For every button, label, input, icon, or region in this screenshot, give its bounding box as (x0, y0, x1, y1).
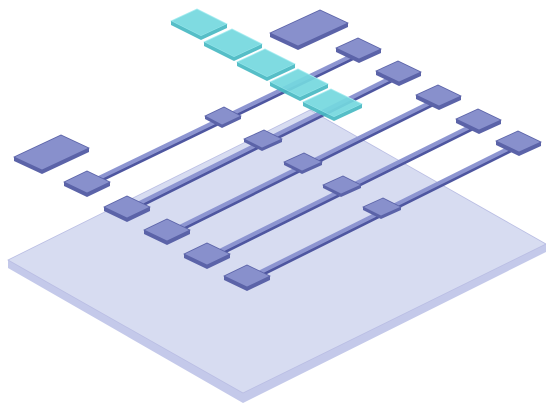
track-node-side (284, 162, 322, 174)
floating-block-top-right (269, 9, 349, 50)
track-row-5 (223, 130, 542, 291)
highlight-segment-2 (203, 28, 263, 61)
track-end-block-side (416, 95, 461, 110)
track-end-block-side (456, 119, 501, 134)
track-start-block-side (224, 276, 270, 291)
base-plane-bottom-edge (8, 244, 546, 403)
track-start-block-side (144, 230, 190, 245)
track-row-4 (183, 108, 502, 269)
floating-block-left (13, 134, 90, 174)
track-end-block-side (336, 48, 381, 63)
track-node-side (363, 207, 401, 219)
track-node-side (323, 185, 361, 197)
highlight-segment-5 (302, 88, 363, 121)
highlight-segment-3 (236, 48, 296, 81)
track-end-block-side (376, 71, 421, 86)
track-start-block-side (184, 254, 230, 269)
track-node-side (244, 139, 282, 151)
track-start-block-side (104, 207, 150, 222)
highlight-segment-1 (170, 8, 228, 40)
track-node-side (205, 116, 241, 128)
highlight-segments (170, 8, 363, 121)
track-end-block-side (496, 141, 541, 156)
track-row-3 (143, 84, 462, 245)
track-start-block-side (64, 182, 110, 197)
base-plane (7, 109, 546, 403)
base-plane-top (7, 109, 546, 394)
highlight-segment-4 (269, 68, 329, 101)
